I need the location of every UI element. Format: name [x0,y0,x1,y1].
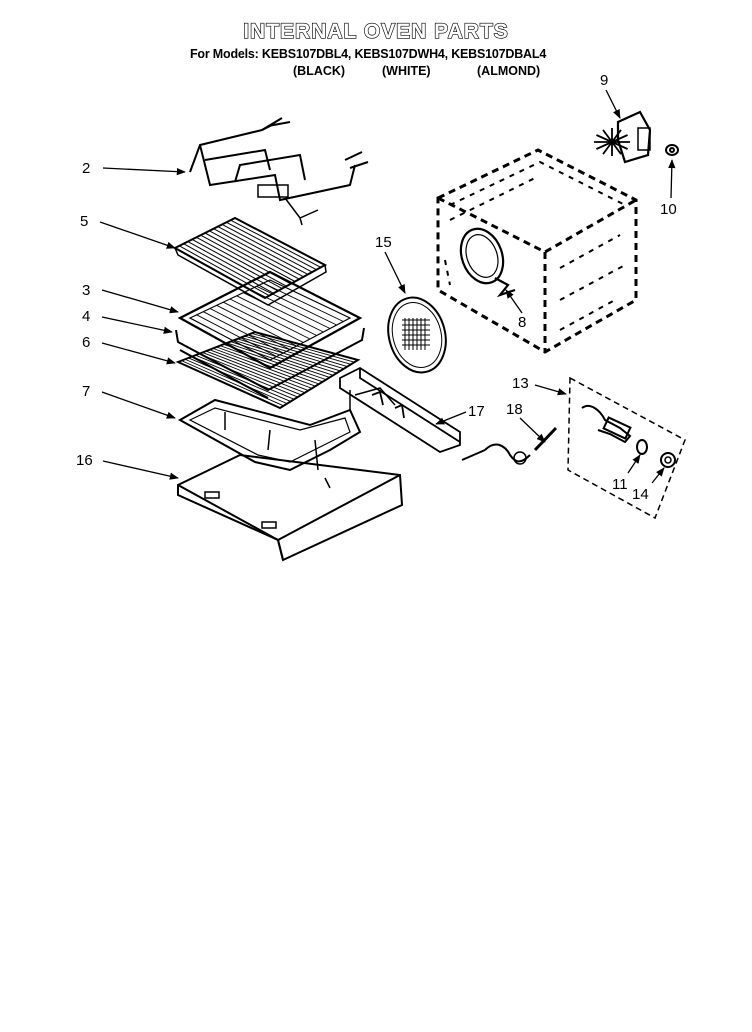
callout-7: 7 [82,383,176,419]
svg-text:2: 2 [82,160,90,177]
callout-17: 17 [435,403,485,425]
callout-3: 3 [82,282,179,314]
svg-text:15: 15 [375,234,392,251]
fan-nut [665,144,679,156]
svg-text:13: 13 [512,375,529,392]
callout-13: 13 [512,375,567,396]
svg-text:10: 10 [660,201,677,218]
svg-text:9: 9 [600,72,608,89]
svg-text:5: 5 [80,213,88,230]
models-line: For Models: KEBS107DBL4, KEBS107DWH4, KE… [190,47,547,61]
oven-rack [175,330,361,410]
svg-text:17: 17 [468,403,485,420]
callout-16: 16 [76,452,179,480]
svg-text:14: 14 [632,486,649,503]
callout-4: 4 [82,308,173,334]
svg-text:8: 8 [518,314,526,331]
callout-6: 6 [82,334,176,365]
convection-fan-cover [387,296,447,374]
temperature-sensor [461,426,558,465]
broiler-pan-grid [172,216,328,306]
oven-light-kit [567,376,686,520]
svg-text:4: 4 [82,308,90,325]
color-black-label: (BLACK) [293,64,346,78]
callout-15: 15 [375,234,406,294]
svg-text:3: 3 [82,282,90,299]
callout-8: 8 [505,289,526,331]
callout-14: 14 [632,467,665,503]
callout-2: 2 [82,160,186,177]
callout-18: 18 [506,401,546,443]
bake-element [177,387,396,489]
svg-text:16: 16 [76,452,93,469]
bracket [339,366,461,453]
broil-element [189,117,369,226]
callout-10: 10 [660,159,677,218]
svg-text:18: 18 [506,401,523,418]
callout-9: 9 [600,72,621,119]
oven-cavity [436,148,638,354]
oven-bottom-tray [177,453,404,562]
convection-fan-motor [594,110,652,164]
callout-5: 5 [80,213,176,249]
svg-text:11: 11 [612,476,628,493]
svg-text:6: 6 [82,334,90,351]
color-almond-label: (ALMOND) [477,64,541,78]
callout-11: 11 [612,454,641,493]
diagram-title: INTERNAL OVEN PARTS [243,19,509,43]
svg-text:7: 7 [82,383,90,400]
color-white-label: (WHITE) [382,64,431,78]
